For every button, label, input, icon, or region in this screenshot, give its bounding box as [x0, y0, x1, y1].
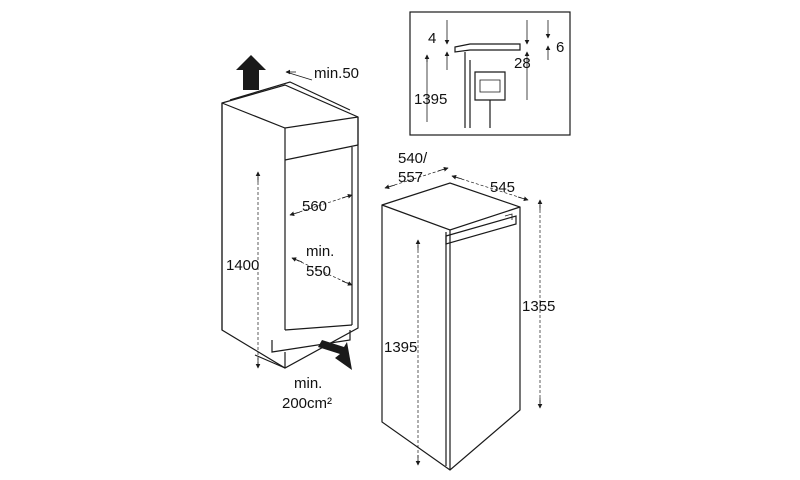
cabinet-shelf-front — [284, 144, 359, 161]
detail-bracket-inner — [479, 79, 501, 93]
appliance-door-height: 1395 — [384, 339, 417, 356]
niche-width-value: 550 — [306, 263, 331, 280]
detail-dim-28: 28 — [514, 55, 531, 72]
niche-depth: 560 — [302, 198, 327, 215]
detail-hinge — [454, 43, 521, 53]
airflow-up-arrow-icon — [236, 55, 266, 90]
detail-bracket — [474, 71, 506, 101]
appliance: 540/ 557 545 1395 1355 — [381, 150, 555, 471]
appliance-width-value: 557 — [398, 169, 423, 186]
vent-area-label: min. — [294, 375, 322, 392]
appliance-hinge — [445, 215, 517, 245]
vent-grille — [271, 330, 351, 353]
appliance-depth: 545 — [490, 179, 515, 196]
appliance-total-height: 1355 — [522, 298, 555, 315]
appliance-top-edge — [381, 204, 521, 231]
appliance-width-label: 540/ — [398, 150, 428, 167]
detail-dim-1395: 1395 — [414, 91, 447, 108]
niche-top-clearance: min.50 — [314, 65, 359, 82]
niche-cabinet: min.50 560 min. 550 1400 min. 200cm² — [221, 55, 359, 412]
detail-inset: 4 6 28 1395 — [409, 11, 571, 136]
detail-dim-6: 6 — [556, 39, 564, 56]
niche-width-label: min. — [306, 243, 334, 260]
niche-floor — [284, 324, 353, 331]
vent-area-value: 200cm² — [282, 395, 332, 412]
detail-frame — [409, 11, 571, 136]
detail-dim-4: 4 — [428, 30, 436, 47]
appliance-outline — [381, 182, 521, 471]
airflow-in-arrow-icon — [318, 340, 352, 370]
cabinet-top-edge — [221, 102, 359, 129]
niche-height: 1400 — [226, 257, 259, 274]
